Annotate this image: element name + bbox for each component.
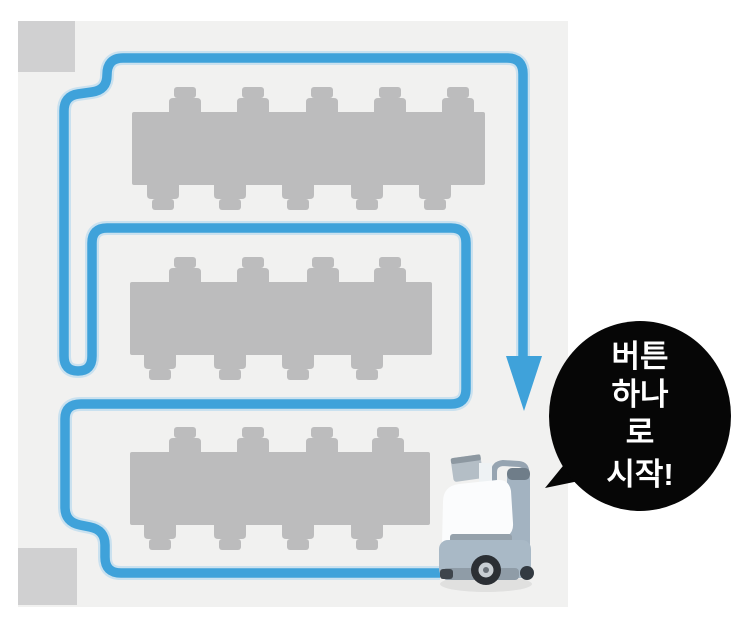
chair-seat xyxy=(169,438,201,452)
chair-seat xyxy=(214,355,246,369)
chair-seat xyxy=(144,525,176,539)
chair-seat xyxy=(169,268,201,282)
chair xyxy=(174,257,196,268)
chair xyxy=(311,427,333,438)
robot-body xyxy=(442,479,514,543)
chair-seat xyxy=(307,268,339,282)
route-arrow-icon xyxy=(506,356,542,411)
desk-cluster-row-1 xyxy=(132,87,485,210)
pillar-top-left xyxy=(18,21,75,72)
robot-front-foot xyxy=(440,569,453,579)
chair xyxy=(356,199,378,210)
chair-seat xyxy=(351,185,383,199)
chair xyxy=(149,369,171,380)
chair xyxy=(219,199,241,210)
cleaning-route-line xyxy=(59,53,528,578)
speech-bubble-line-3: 로 xyxy=(626,415,655,450)
desk-cluster-row-2 xyxy=(130,257,432,380)
chair xyxy=(152,199,174,210)
chair-seat xyxy=(282,355,314,369)
chair xyxy=(379,257,401,268)
speech-bubble-body xyxy=(549,321,731,511)
desk-clusters xyxy=(130,87,485,550)
speech-bubble: 버튼 하나 로 시작! xyxy=(545,321,731,511)
desk-table xyxy=(130,282,432,355)
chair-seat xyxy=(306,98,338,112)
chair xyxy=(219,369,241,380)
robot-caster xyxy=(520,566,534,580)
chair-seat xyxy=(351,525,383,539)
chair-seat xyxy=(282,185,314,199)
chair xyxy=(174,427,196,438)
chair-seat xyxy=(351,355,383,369)
desk-table xyxy=(132,112,485,185)
desk-table xyxy=(130,452,430,525)
chair-seat xyxy=(374,98,406,112)
chair-seat xyxy=(237,438,269,452)
chair xyxy=(219,539,241,550)
chair-seat xyxy=(282,525,314,539)
cleaning-robot-icon xyxy=(439,454,534,592)
speech-bubble-line-1: 버튼 xyxy=(611,339,668,374)
chair-seat xyxy=(419,185,451,199)
chair-seat xyxy=(144,355,176,369)
chair-seat xyxy=(147,185,179,199)
robot-column-cap xyxy=(507,468,530,480)
speech-bubble-line-2: 하나 xyxy=(611,377,669,412)
chair xyxy=(174,87,196,98)
speech-bubble-line-4: 시작! xyxy=(606,457,673,492)
chair xyxy=(242,87,264,98)
robot-handle-post xyxy=(479,463,492,483)
chair xyxy=(377,427,399,438)
chair xyxy=(287,539,309,550)
chair xyxy=(242,427,264,438)
chair xyxy=(287,199,309,210)
chair-seat xyxy=(214,525,246,539)
chair-seat xyxy=(374,268,406,282)
chair-seat xyxy=(237,98,269,112)
robot-bin xyxy=(450,454,484,482)
chair-seat xyxy=(372,438,404,452)
desk-cluster-row-3 xyxy=(130,427,430,550)
chair-seat xyxy=(306,438,338,452)
chair-seat xyxy=(237,268,269,282)
chair xyxy=(287,369,309,380)
chair-seat xyxy=(442,98,474,112)
chair xyxy=(312,257,334,268)
chair xyxy=(424,199,446,210)
chair xyxy=(447,87,469,98)
chair xyxy=(356,539,378,550)
chair xyxy=(356,369,378,380)
chair xyxy=(242,257,264,268)
chair xyxy=(149,539,171,550)
chair-seat xyxy=(214,185,246,199)
chair-seat xyxy=(169,98,201,112)
chair xyxy=(379,87,401,98)
chair xyxy=(311,87,333,98)
pillar-bottom-left xyxy=(18,548,77,605)
robot-wheel-axle xyxy=(483,567,489,573)
